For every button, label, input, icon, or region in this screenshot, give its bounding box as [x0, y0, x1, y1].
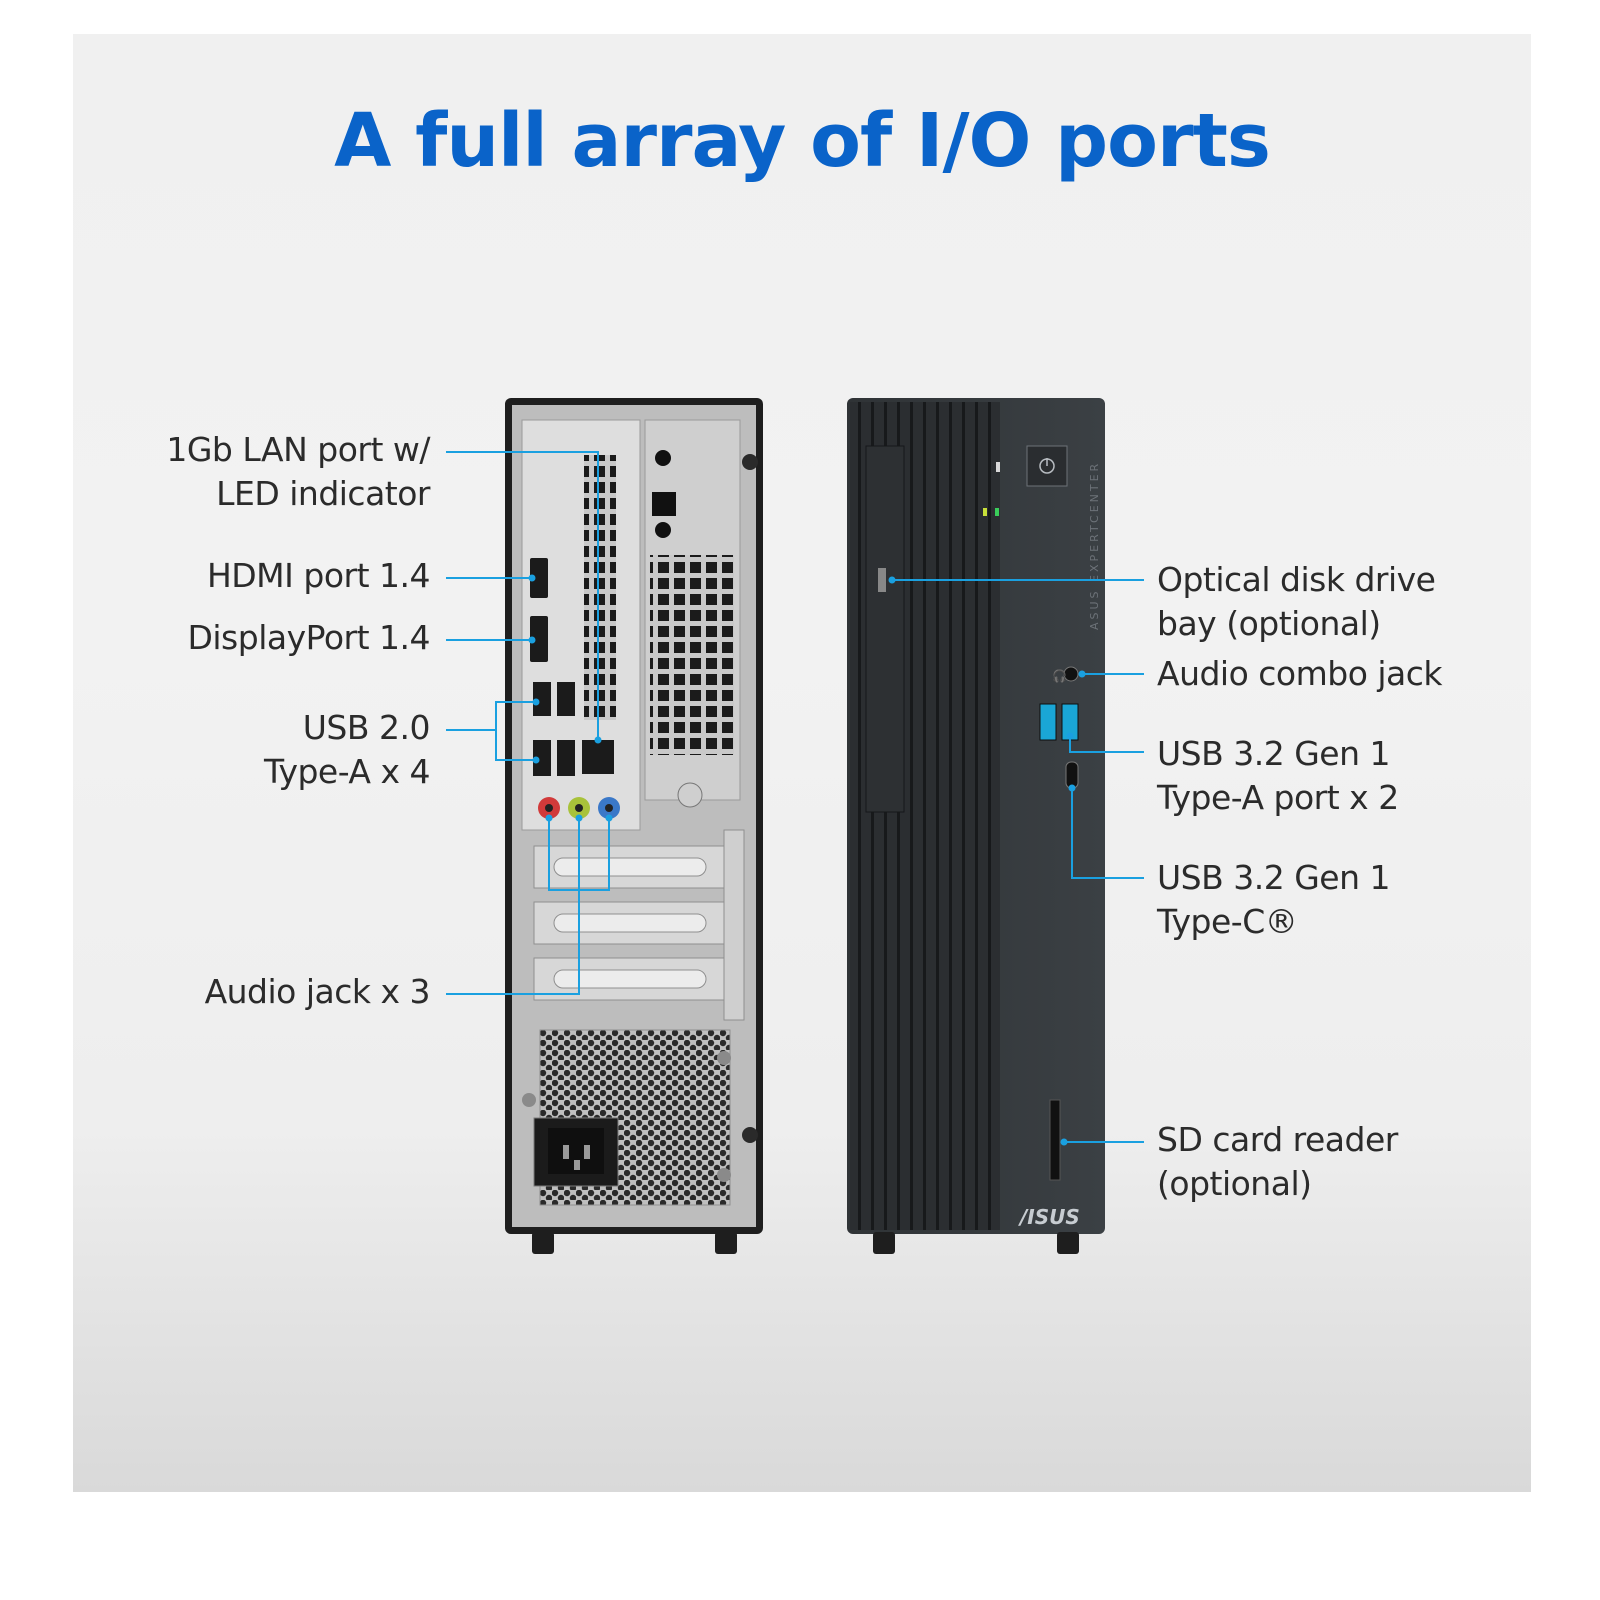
optical-drive-bay [865, 445, 905, 813]
label-audio-jack: Audio jack x 3 [204, 972, 431, 1011]
usb32-typec-port [1065, 761, 1079, 789]
label-sd-card-reader: SD card reader (optional) [1157, 1120, 1398, 1203]
label-usb2: USB 2.0 Type-A x 4 [263, 708, 431, 791]
headset-icon: 🎧 [1052, 669, 1067, 683]
usb2-port [533, 740, 551, 776]
optical-eject-button [878, 568, 886, 592]
label-lan-port: 1Gb LAN port w/ LED indicator [166, 430, 430, 513]
label-usb32-typec: USB 3.2 Gen 1 Type-C® [1157, 858, 1390, 941]
rear-foot-left [532, 1232, 554, 1254]
asus-logo: /ISUS [1018, 1205, 1080, 1229]
background-panel [73, 34, 1531, 1492]
label-hdmi-port: HDMI port 1.4 [206, 556, 431, 595]
audio-combo-jack [1063, 666, 1079, 682]
usb2-port [557, 740, 575, 776]
usb32-typea-port [1061, 703, 1079, 741]
lan-port [582, 740, 614, 774]
rear-vent-grid [650, 555, 734, 755]
rear-foot-right [715, 1232, 737, 1254]
label-displayport: DisplayPort 1.4 [187, 618, 430, 657]
usb32-typea-port [1039, 703, 1057, 741]
label-optical-drive: Optical disk drive bay (optional) [1157, 560, 1436, 643]
side-brand-text: ASUS EXPERTCENTER [1088, 461, 1101, 630]
label-audio-combo-jack: Audio combo jack [1157, 654, 1443, 693]
page-title: A full array of I/O ports [334, 98, 1271, 184]
front-foot-left [873, 1232, 895, 1254]
sd-card-slot [1049, 1099, 1061, 1181]
label-usb32-typea: USB 3.2 Gen 1 Type-A port x 2 [1157, 734, 1399, 817]
front-foot-right [1057, 1232, 1079, 1254]
